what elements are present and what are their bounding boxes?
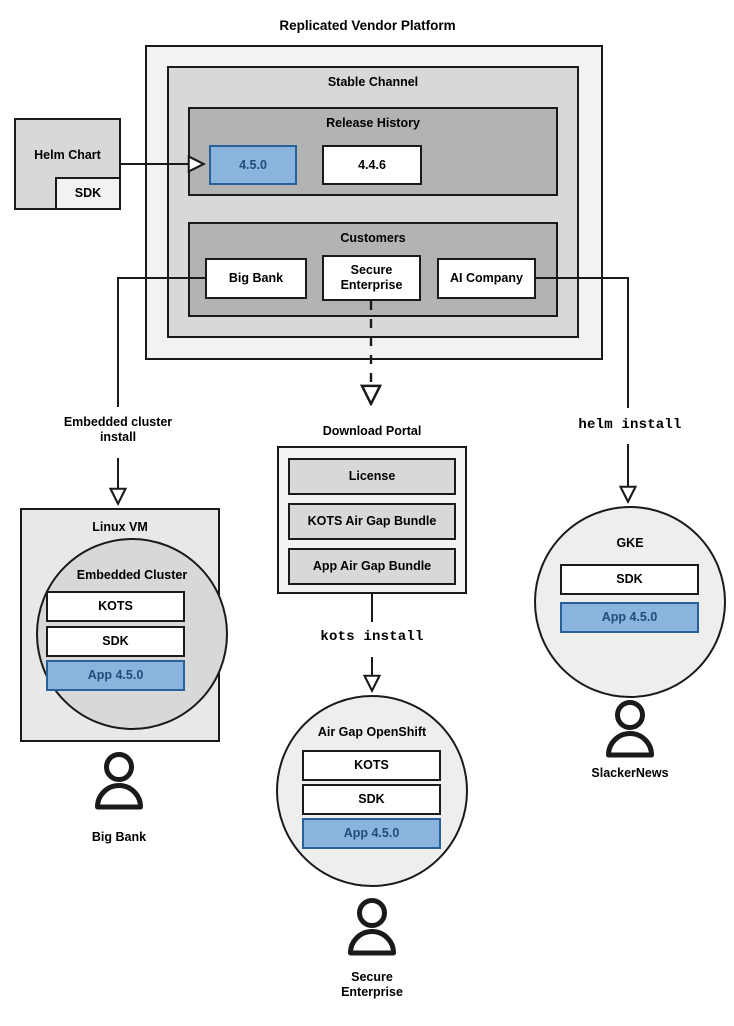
- customers-label: Customers: [340, 231, 406, 245]
- download-portal-artifact-app-bundle[interactable]: App Air Gap Bundle: [288, 548, 456, 585]
- release-history-label: Release History: [326, 116, 420, 130]
- release-4-5-0-label: 4.5.0: [239, 157, 267, 172]
- openshift-component-kots[interactable]: KOTS: [302, 750, 441, 781]
- avatar-secure-enterprise: [348, 898, 396, 956]
- linux-vm-component-sdk[interactable]: SDK: [46, 626, 185, 657]
- helm-chart-label: Helm Chart: [34, 148, 101, 162]
- avatar-big-bank: [95, 752, 143, 810]
- openshift-component-app[interactable]: App 4.5.0: [302, 818, 441, 849]
- air-gap-openshift-label: Air Gap OpenShift: [317, 725, 427, 739]
- gke-component-sdk-label: SDK: [616, 572, 643, 586]
- gke-label: GKE: [616, 536, 644, 550]
- openshift-component-sdk-label: SDK: [358, 792, 385, 806]
- customer-ai-company-label: AI Company: [450, 271, 523, 285]
- release-4-4-6[interactable]: 4.4.6: [322, 145, 422, 185]
- download-portal-artifact-license[interactable]: License: [288, 458, 456, 495]
- linux-vm-component-app[interactable]: App 4.5.0: [46, 660, 185, 691]
- download-portal-artifact-license-label: License: [348, 469, 396, 483]
- customer-big-bank[interactable]: Big Bank: [205, 258, 307, 299]
- customer-ai-company[interactable]: AI Company: [437, 258, 536, 299]
- embedded-cluster-label: Embedded Cluster: [76, 568, 188, 582]
- gke-component-app-label: App 4.5.0: [601, 610, 658, 624]
- release-4-4-6-label: 4.4.6: [358, 157, 386, 172]
- wire-big-bank-to-label: [117, 277, 205, 407]
- openshift-component-app-label: App 4.5.0: [343, 826, 400, 840]
- gke-component-sdk[interactable]: SDK: [560, 564, 699, 595]
- openshift-component-sdk[interactable]: SDK: [302, 784, 441, 815]
- download-portal-artifact-kots-bundle-label: KOTS Air Gap Bundle: [307, 514, 437, 528]
- helm-chart-sdk-box[interactable]: SDK: [55, 177, 121, 210]
- linux-vm-component-app-label: App 4.5.0: [87, 668, 144, 682]
- customer-secure-enterprise[interactable]: Secure Enterprise: [322, 255, 421, 301]
- release-4-5-0[interactable]: 4.5.0: [209, 145, 297, 185]
- wire-ai-company-to-label: [536, 277, 629, 408]
- customer-secure-enterprise-label: Secure Enterprise: [340, 263, 403, 292]
- stable-channel-label: Stable Channel: [327, 75, 419, 89]
- linux-vm-component-kots-label: KOTS: [98, 599, 133, 613]
- avatar-slackernews: [606, 700, 654, 758]
- gke-component-app[interactable]: App 4.5.0: [560, 602, 699, 633]
- download-portal-artifact-kots-bundle[interactable]: KOTS Air Gap Bundle: [288, 503, 456, 540]
- helm-chart-sdk-label: SDK: [74, 186, 102, 200]
- customer-big-bank-label: Big Bank: [228, 271, 284, 285]
- linux-vm-label: Linux VM: [92, 520, 148, 534]
- linux-vm-component-kots[interactable]: KOTS: [46, 591, 185, 622]
- download-portal-artifact-app-bundle-label: App Air Gap Bundle: [312, 559, 432, 573]
- openshift-component-kots-label: KOTS: [354, 758, 389, 772]
- linux-vm-component-sdk-label: SDK: [102, 634, 129, 648]
